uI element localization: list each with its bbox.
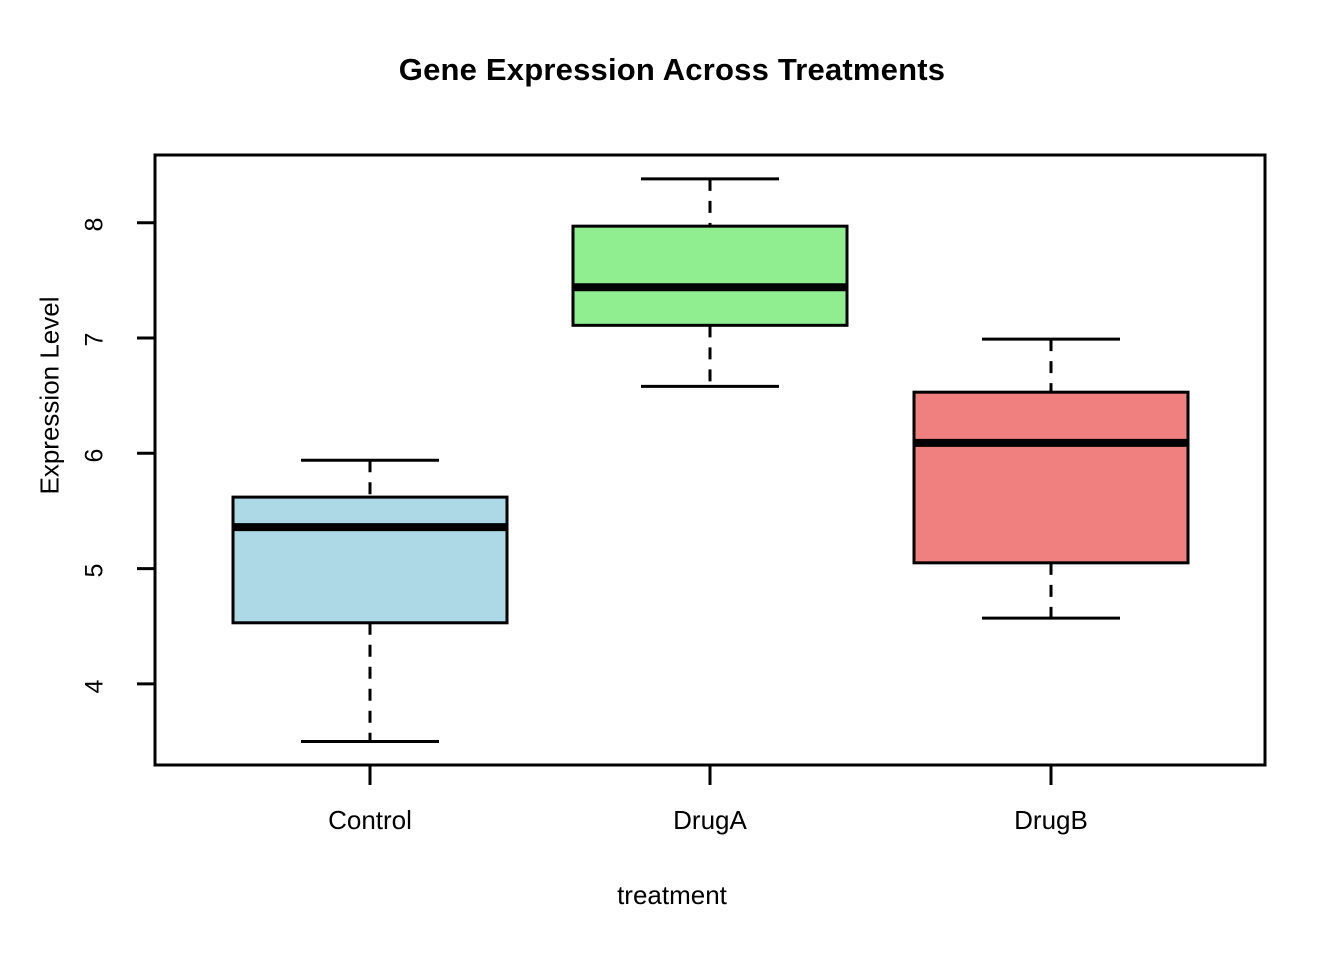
x-tick-label-druga: DrugA: [673, 805, 747, 835]
box-iqr: [231, 495, 509, 625]
box-iqr: [912, 390, 1190, 565]
x-axis-ticks: [368, 765, 1053, 785]
x-tick-label-control: Control: [328, 805, 412, 835]
x-tick-label-drugb: DrugB: [1014, 805, 1088, 835]
boxes-layer: [231, 177, 1190, 744]
box-group-druga: [571, 177, 849, 388]
box-iqr: [571, 224, 849, 327]
box-group-control: [231, 458, 509, 744]
x-axis-title: treatment: [617, 880, 727, 910]
chart-title: Gene Expression Across Treatments: [398, 52, 946, 87]
box-group-drugb: [912, 337, 1190, 620]
y-axis-ticks: [137, 221, 155, 686]
